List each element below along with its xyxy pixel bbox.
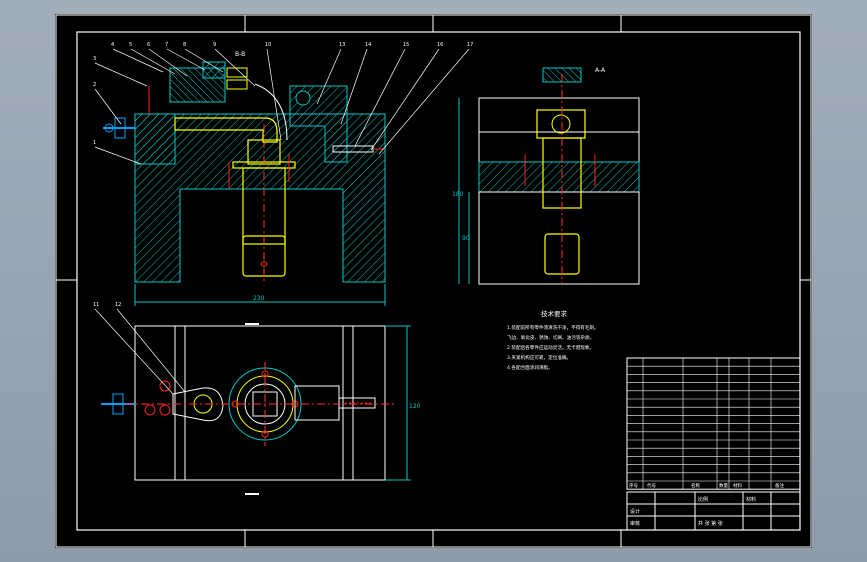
tb-designer: 设计 xyxy=(630,508,640,515)
leader-number: 11 xyxy=(93,302,99,308)
dim-side-h1: 180 xyxy=(452,191,464,198)
leader-line xyxy=(378,48,470,155)
leader-number: 6 xyxy=(147,42,150,48)
clamp-arm xyxy=(174,117,278,143)
bolt-head xyxy=(202,61,226,79)
tb-material: 材料 xyxy=(746,496,756,503)
left-handle xyxy=(103,117,135,139)
parts-header-cell: 备注 xyxy=(775,482,784,489)
front-view: 230 B-B xyxy=(103,51,386,306)
leader-line xyxy=(94,146,142,165)
leader-number: 2 xyxy=(93,82,96,88)
leader-number: 4 xyxy=(111,42,114,48)
side-view: 180 90 A-A xyxy=(452,67,640,285)
plan-corner-hole-3 xyxy=(144,404,156,416)
tech-line-3: 2.装配后各零件应运动灵活，无卡阻现象。 xyxy=(507,344,594,351)
leader-line xyxy=(316,48,342,105)
base-body xyxy=(134,113,386,283)
leader-line xyxy=(266,48,282,141)
dim-plan-w: 120 xyxy=(409,403,421,410)
spindle-pin xyxy=(261,261,267,267)
leader-line xyxy=(94,88,122,125)
parts-header-cell: 序号 xyxy=(629,482,638,489)
dim-bottom-text: 230 xyxy=(253,295,265,302)
parts-header-cell: 名称 xyxy=(691,482,700,489)
parts-header-cell: 代号 xyxy=(647,482,656,489)
plan-view: 120 xyxy=(101,323,421,495)
title-block: 设计 审核 比例 材料 共 张 第 张 xyxy=(626,491,801,531)
leader-line xyxy=(166,48,206,71)
view-label-top: B-B xyxy=(235,51,245,58)
plan-corner-hole-1 xyxy=(159,380,171,392)
parts-header-cell: 数量 xyxy=(719,482,728,489)
leader-line xyxy=(130,48,176,75)
tech-line-5: 4.各配合面涂润滑脂。 xyxy=(507,364,553,371)
leader-number: 3 xyxy=(93,56,96,62)
leader-line xyxy=(214,48,256,87)
tb-sheet: 共 张 第 张 xyxy=(698,520,723,527)
side-body-hatched xyxy=(478,161,640,193)
side-body-lower xyxy=(478,191,640,285)
title-block-frame xyxy=(626,491,801,531)
support-hole xyxy=(295,90,311,106)
view-label-side: A-A xyxy=(595,67,606,74)
clamp-arc xyxy=(254,83,288,141)
plan-corner-hole-2 xyxy=(159,404,171,416)
plan-lever xyxy=(294,385,340,421)
side-clamp-bore xyxy=(551,114,571,134)
leader-line xyxy=(116,308,186,393)
fit-label-2 xyxy=(226,79,248,90)
leader-line xyxy=(94,308,174,395)
leader-number: 9 xyxy=(213,42,216,48)
leader-line xyxy=(184,48,224,73)
leader-number: 17 xyxy=(467,42,473,48)
tech-title: 技术要求 xyxy=(541,309,568,318)
plan-screw xyxy=(338,397,376,409)
leader-line xyxy=(148,48,188,77)
tech-notes: 技术要求 1.装配前所有零件须清洗干净，不得有毛刺。 飞边、氧化皮、锈蚀、切屑、… xyxy=(507,309,599,371)
tech-line-1: 1.装配前所有零件须清洗干净，不得有毛刺。 xyxy=(507,324,599,331)
leader-line xyxy=(354,48,406,147)
parts-header-cell: 材料 xyxy=(733,482,742,489)
left-column xyxy=(134,113,176,165)
tb-checker: 审核 xyxy=(630,520,640,527)
inner-border xyxy=(76,31,801,531)
leader-number: 14 xyxy=(365,42,371,48)
leader-line xyxy=(340,48,368,125)
leader-number: 5 xyxy=(129,42,132,48)
tb-scale: 比例 xyxy=(698,496,708,503)
drawing-sheet: 230 B-B 180 90 A-A xyxy=(55,14,812,548)
parts-list: 序号 代号 名称 数量材料 备注 xyxy=(626,357,801,490)
leader-line xyxy=(370,48,440,151)
leader-number: 10 xyxy=(265,42,271,48)
leader-number: 8 xyxy=(183,42,186,48)
cad-drawing: 230 B-B 180 90 A-A xyxy=(55,14,812,548)
leader-line xyxy=(94,62,148,87)
plan-rib-left xyxy=(174,325,186,481)
fit-label-1 xyxy=(226,67,248,78)
side-body-top xyxy=(478,97,640,163)
leader-number: 13 xyxy=(339,42,345,48)
tech-line-2: 飞边、氧化皮、锈蚀、切屑、油污等杂质。 xyxy=(507,334,594,341)
leader-number: 12 xyxy=(115,302,121,308)
leader-number: 16 xyxy=(437,42,443,48)
plan-rib-right xyxy=(342,325,354,481)
plan-clamp-arm xyxy=(172,387,224,422)
plan-bolt-hole-1 xyxy=(261,370,269,378)
side-clamp xyxy=(536,109,586,139)
leader-line xyxy=(112,48,164,73)
leader-number: 15 xyxy=(403,42,409,48)
tech-line-4: 3.夹紧机构应可靠，定位准确。 xyxy=(507,354,571,361)
leader-number: 7 xyxy=(165,42,168,48)
dim-side-h2: 90 xyxy=(462,235,470,242)
leader-number: 1 xyxy=(93,140,96,146)
